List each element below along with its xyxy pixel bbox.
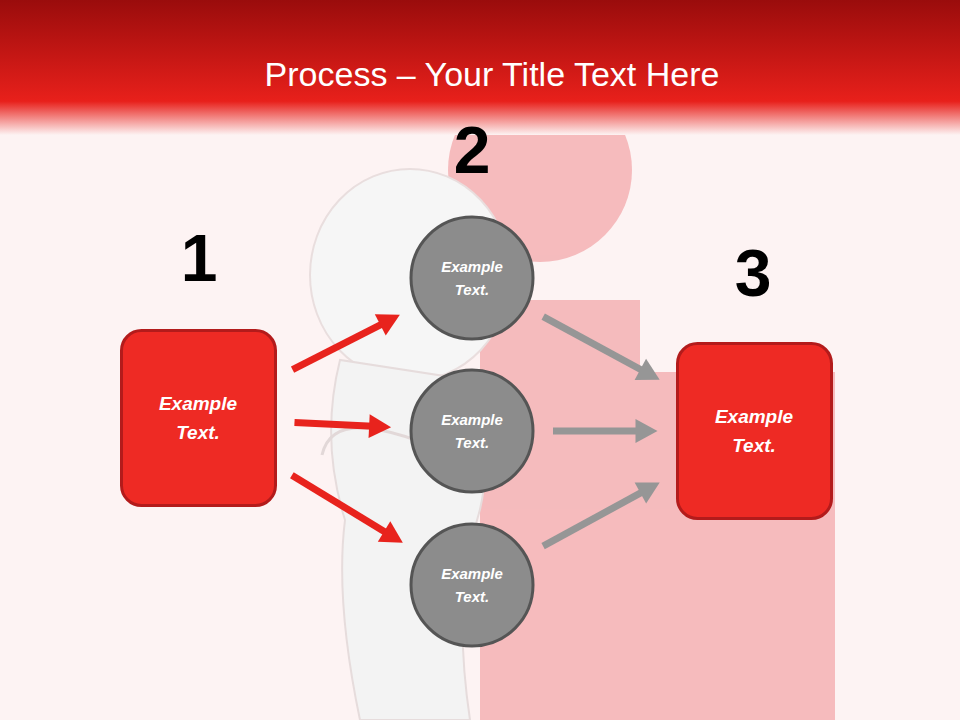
flow-arrow	[543, 491, 644, 546]
node-text: Example Text.	[429, 562, 515, 608]
node-shape	[121, 331, 275, 506]
slide-title: Process – Your Title Text Here	[0, 52, 960, 96]
flow-arrow	[543, 317, 644, 372]
node-shape	[411, 217, 533, 339]
node-outline	[676, 342, 833, 520]
flow-arrow	[293, 323, 384, 370]
node-outline	[409, 368, 535, 494]
node-outline	[409, 522, 535, 648]
callout-number: 3	[713, 238, 793, 308]
arrow-head	[369, 414, 392, 438]
arrow-head	[378, 521, 403, 543]
arrow-head	[635, 482, 660, 503]
process-circle: Example Text.	[409, 215, 535, 341]
process-box: Example Text.	[676, 342, 833, 520]
process-box: Example Text.	[120, 329, 277, 507]
flow-arrow	[553, 428, 640, 435]
flow-arrow	[294, 423, 373, 427]
arrow-head	[636, 419, 658, 443]
process-circle: Example Text.	[409, 522, 535, 648]
node-text: Example Text.	[142, 389, 254, 447]
node-outline	[409, 215, 535, 341]
flow-arrow	[292, 475, 388, 533]
arrow-head	[635, 359, 660, 380]
callout-number: 2	[432, 115, 512, 185]
node-shape	[411, 370, 533, 492]
node-text: Example Text.	[429, 255, 515, 301]
node-shape	[411, 524, 533, 646]
process-circle: Example Text.	[409, 368, 535, 494]
node-text: Example Text.	[429, 408, 515, 454]
callout-number: 1	[159, 223, 239, 293]
arrow-head	[375, 314, 400, 335]
node-outline	[120, 329, 277, 507]
node-shape	[677, 344, 831, 519]
node-text: Example Text.	[698, 402, 810, 460]
